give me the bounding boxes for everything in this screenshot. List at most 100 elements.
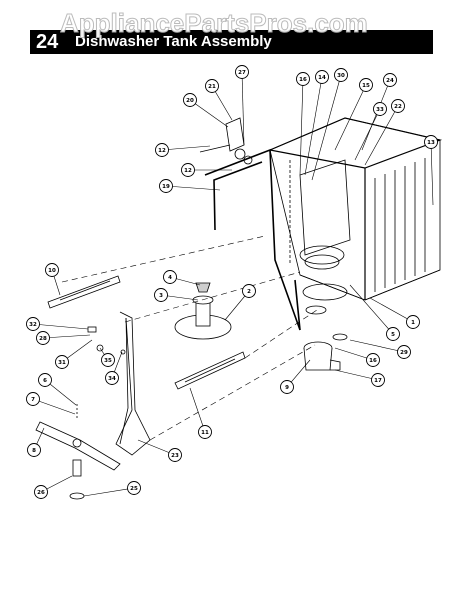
callout-24: 24 [361,73,397,151]
callout-circle [383,73,397,87]
page-number: 24 [36,31,59,53]
callout-number: 10 [48,268,56,274]
callout-9: 9 [280,359,311,394]
callout-23: 23 [137,439,182,462]
callout-number: 16 [369,358,377,364]
callout-circle [181,163,195,177]
callout-14: 14 [304,70,329,176]
callout-circle [154,288,168,302]
callout-circle [198,425,212,439]
callout-20: 20 [183,93,229,128]
callout-number: 4 [168,275,172,281]
callout-circle [334,68,348,82]
leader-line [165,185,221,191]
callout-26: 26 [34,475,73,499]
callout-number: 2 [247,289,251,295]
callout-13: 13 [424,135,438,206]
rack-rail-upper [47,275,121,309]
callout-number: 33 [376,107,384,113]
callout-number: 12 [158,148,166,154]
callout-circle [101,353,115,367]
callout-1: 1 [369,297,420,329]
watermark: AppliancePartsPros.com [60,8,369,39]
callout-circle [155,143,169,157]
leader-line [42,334,91,339]
leader-line [364,105,399,166]
callout-number: 15 [362,83,370,89]
leader-line [189,387,206,433]
callout-27: 27 [235,65,249,146]
callout-circle [397,345,411,359]
callout-33: 33 [354,102,387,161]
leader-line [304,76,323,176]
callout-number: 30 [337,73,345,79]
diagram-title: Dishwasher Tank Assembly [75,33,272,50]
callout-12: 12 [181,163,232,177]
alignment-lines [61,235,321,441]
callout-number: 34 [108,376,116,382]
callout-circle [105,371,119,385]
small-hardware [87,326,126,355]
callout-number: 32 [29,322,37,328]
callout-22: 22 [364,99,405,166]
callout-17: 17 [334,369,385,387]
callout-number: 5 [391,332,395,338]
callout-21: 21 [205,79,233,121]
tank-assembly-drawing [35,117,443,500]
callout-number: 28 [39,336,47,342]
callout-number: 21 [208,84,216,90]
callout-number: 14 [318,75,326,81]
wash-tube [115,311,151,456]
leader-line [161,145,211,151]
leader-line [311,74,342,181]
callout-number: 7 [31,397,35,403]
callout-circle [163,270,177,284]
callout-32: 32 [26,317,89,331]
callout-2: 2 [224,284,256,321]
callout-35: 35 [99,347,115,367]
tank [267,117,443,301]
callout-6: 6 [38,373,77,406]
callout-16: 16 [296,72,310,176]
callout-number: 8 [32,448,36,454]
callout-11: 11 [189,387,212,439]
callout-circle [26,392,40,406]
callout-7: 7 [26,392,76,415]
callout-15: 15 [334,78,373,151]
callout-circle [315,70,329,84]
callout-number: 35 [104,358,112,364]
callout-number: 13 [427,140,435,146]
callout-10: 10 [45,263,61,296]
callout-34: 34 [105,351,123,385]
leader-line [334,84,367,151]
vent-bracket [199,117,253,165]
leader-line [361,79,391,151]
callout-number: 1 [411,320,415,326]
callout-25: 25 [83,481,141,497]
callout-number: 3 [159,293,163,299]
callout-5: 5 [349,284,400,341]
leader-line [349,284,394,335]
lower-spray-arm [35,404,121,500]
callout-circle [359,78,373,92]
leader-line [189,99,229,128]
callout-number: 29 [400,350,408,356]
callout-circle [280,380,294,394]
callout-circle [205,79,219,93]
callout-circle [36,331,50,345]
callout-16: 16 [334,347,380,367]
leader-line [430,141,434,206]
leader-line [32,398,76,415]
callout-number: 12 [184,168,192,174]
callout-number: 27 [238,70,246,76]
callout-number: 9 [285,385,289,391]
callout-circle [183,93,197,107]
leader-line [334,369,379,381]
callout-circle [406,315,420,329]
callout-circle [391,99,405,113]
leader-line [32,323,89,330]
callout-30: 30 [311,68,348,181]
callout-number: 17 [374,378,382,384]
callout-circle [424,135,438,149]
